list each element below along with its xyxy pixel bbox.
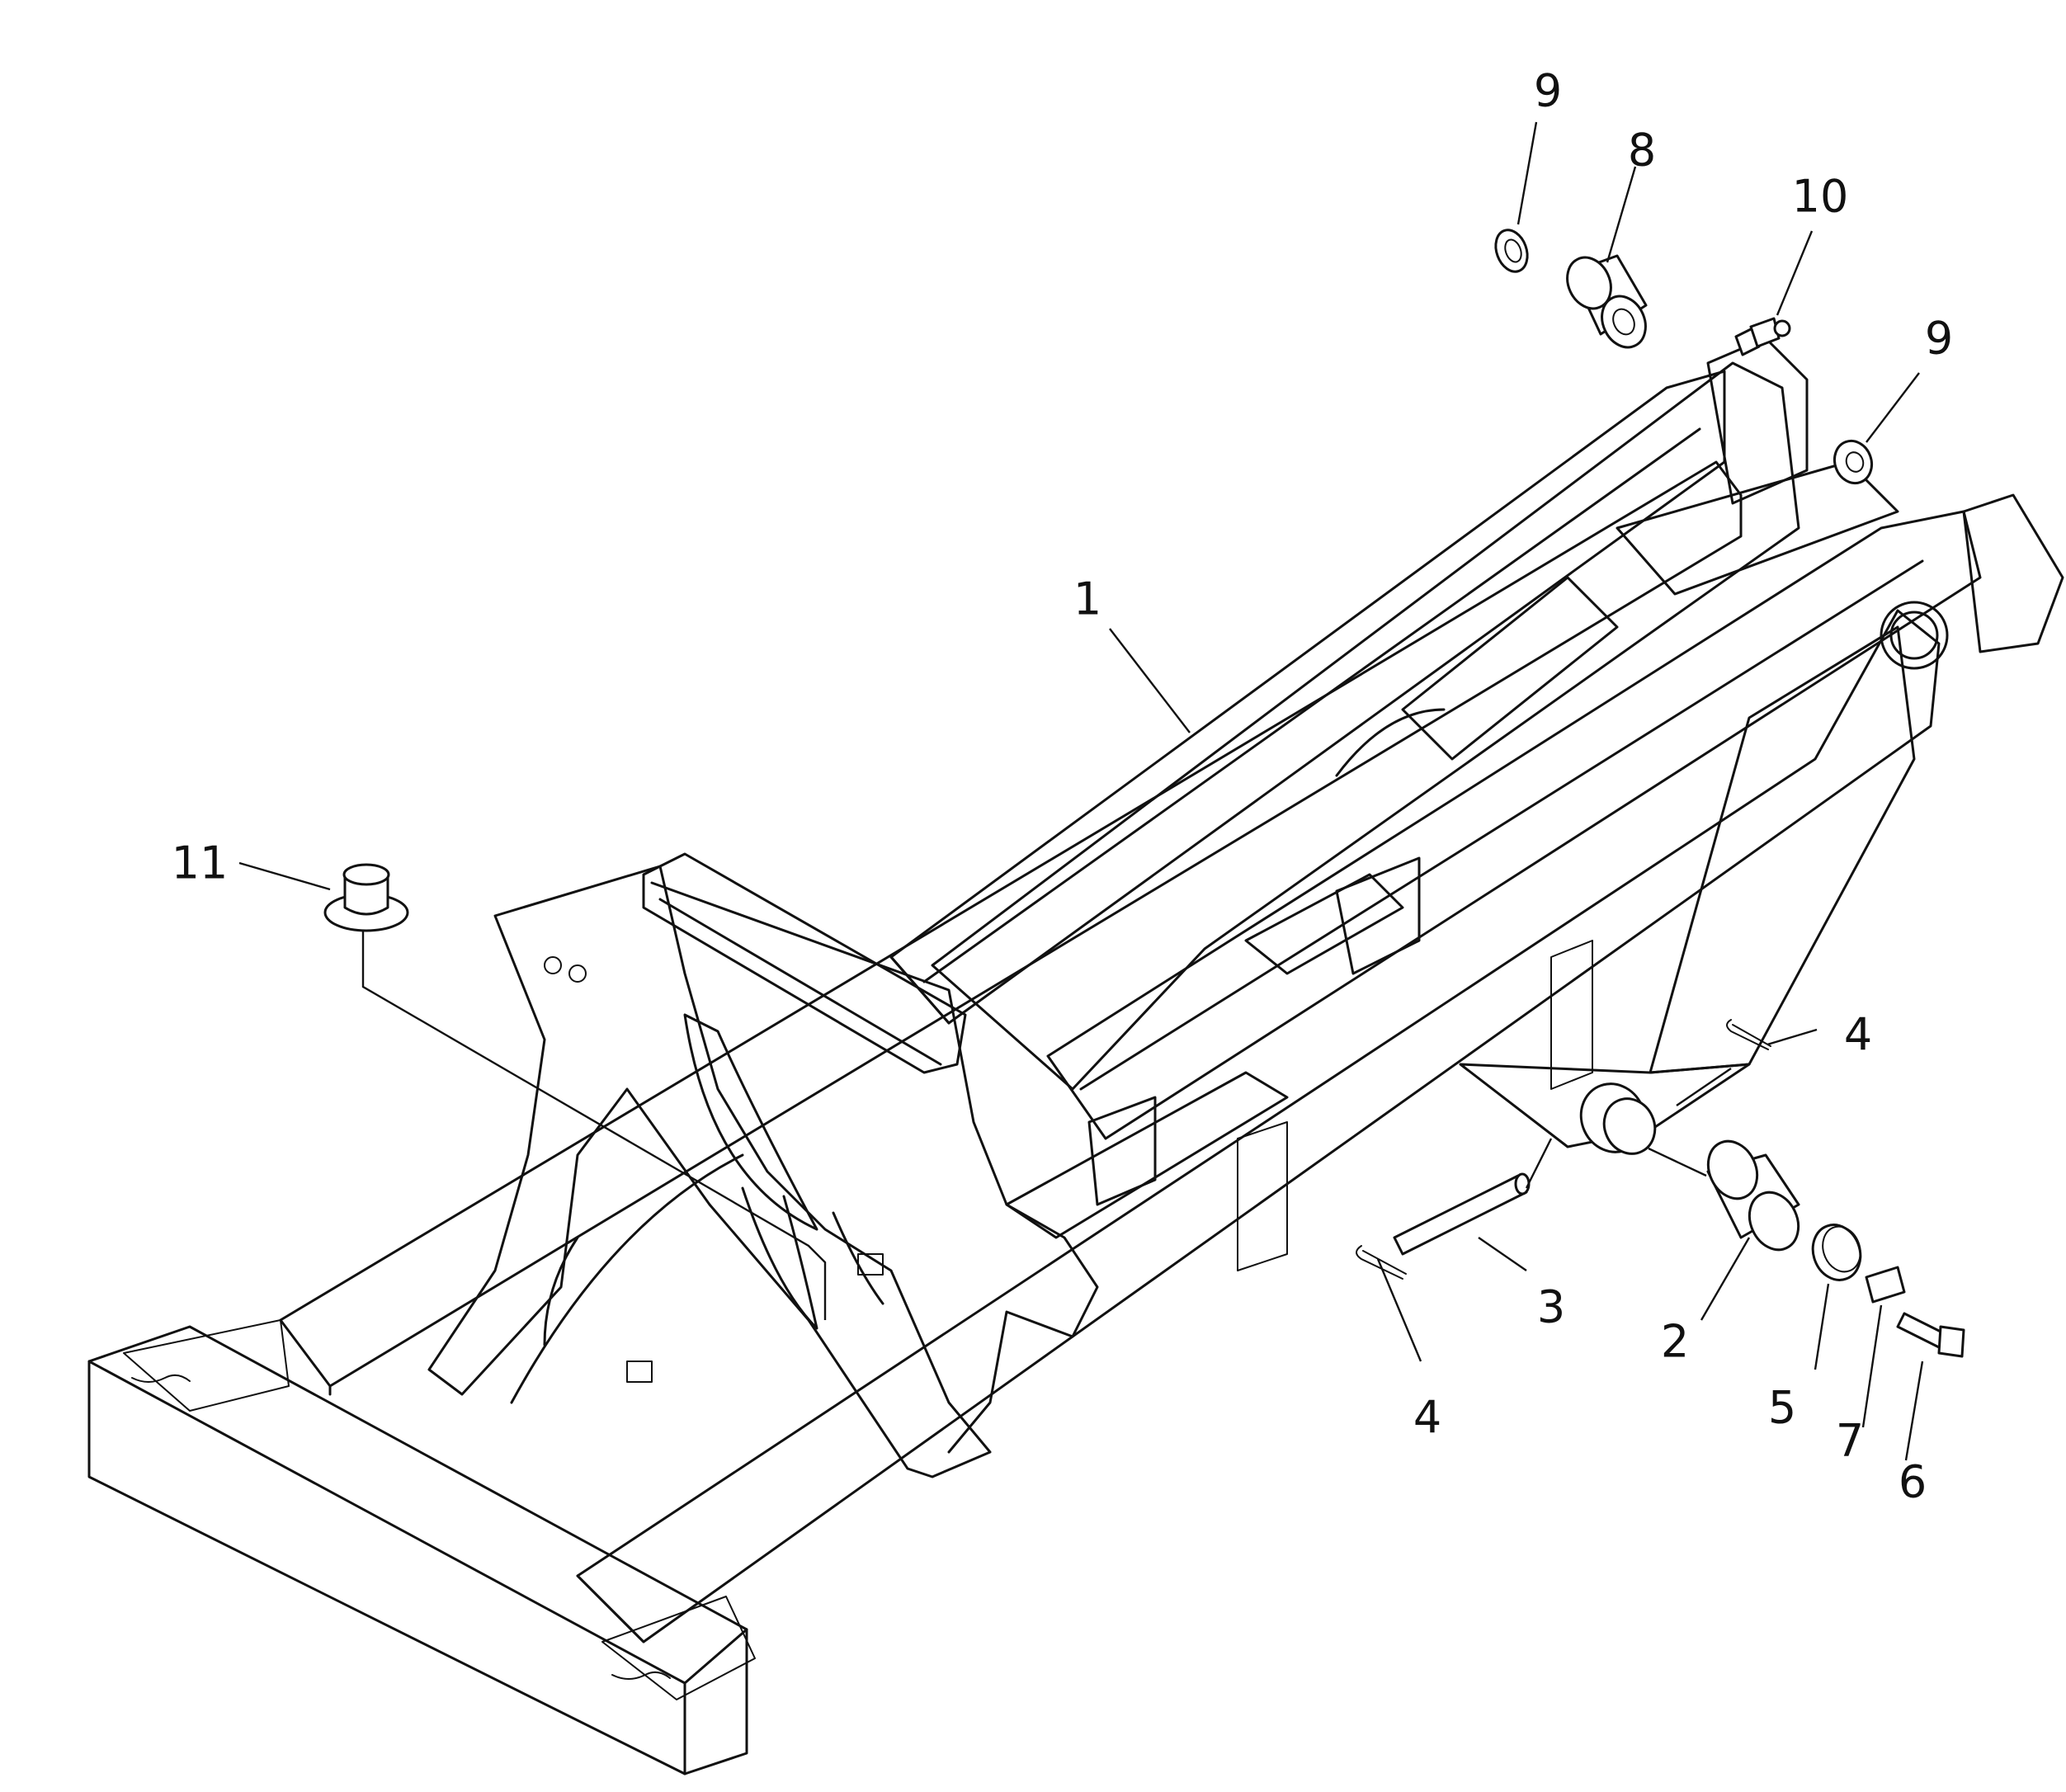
- leader-lines: [238, 121, 1924, 1461]
- part-4-cotter-lower: [1356, 1245, 1407, 1280]
- callout-2: 2: [1661, 1316, 1689, 1368]
- part-6-bolt: [1896, 1312, 1965, 1358]
- callout-7: 7: [1836, 1415, 1864, 1467]
- part-10-fitting: [1734, 317, 1791, 356]
- callout-9-right: 9: [1925, 313, 1953, 365]
- callout-11: 11: [172, 837, 229, 889]
- callout-4-upper: 4: [1844, 1009, 1872, 1061]
- callout-numbers: 9 8 10 9 1 11 4 3 2 5 7 6 4: [172, 65, 1954, 1508]
- callout-10: 10: [1792, 171, 1849, 223]
- callout-1: 1: [1073, 573, 1101, 625]
- part-8-bushing: [1566, 254, 1648, 349]
- callout-5: 5: [1768, 1382, 1796, 1434]
- main-frame: [87, 337, 2064, 1775]
- pivot-boss: [1579, 1082, 1657, 1155]
- part-4-cotter-upper: [1726, 1019, 1771, 1050]
- callout-8: 8: [1628, 125, 1656, 177]
- part-5-cap: [1811, 1224, 1862, 1281]
- part-2-bushing: [1706, 1139, 1800, 1252]
- part-9-top: [1494, 229, 1529, 273]
- callout-3: 3: [1537, 1281, 1565, 1333]
- callout-9-top: 9: [1534, 65, 1562, 117]
- part-7-shim: [1865, 1266, 1906, 1304]
- part-11-mount: [323, 863, 409, 932]
- callout-4-lower: 4: [1413, 1392, 1441, 1444]
- callout-6: 6: [1899, 1456, 1927, 1508]
- part-9-right: [1833, 439, 1874, 485]
- part-3-pin: [1393, 1172, 1531, 1256]
